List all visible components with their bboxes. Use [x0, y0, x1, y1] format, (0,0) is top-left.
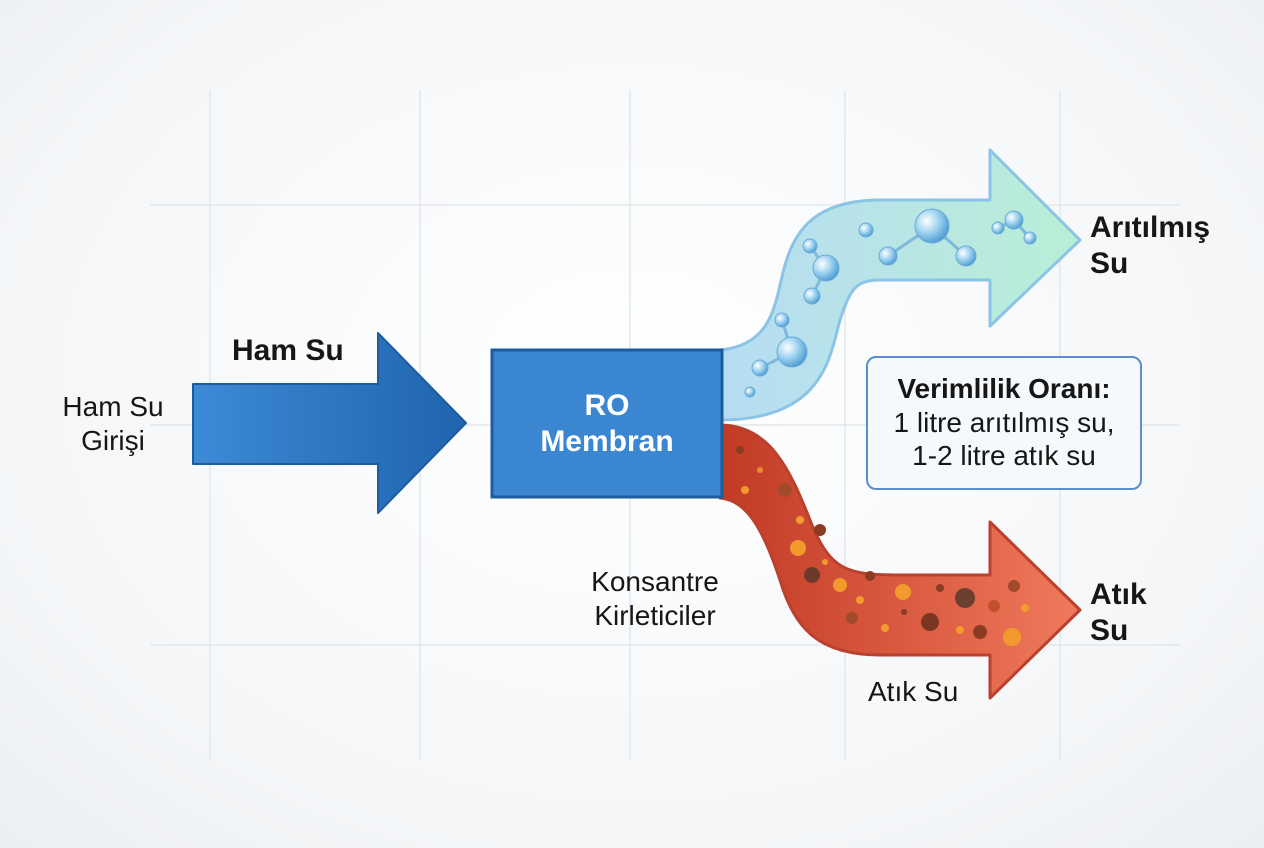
waste-label-line2: Su: [1090, 614, 1129, 647]
waste-water-label: Atık Su: [1090, 577, 1147, 649]
purified-water-label: Arıtılmış Su: [1090, 210, 1210, 282]
membrane-label-line1: RO: [584, 389, 630, 422]
efficiency-title: Verimlilik Oranı:: [897, 373, 1111, 404]
raw-water-arrow-label: Ham Su: [232, 334, 344, 367]
purified-label-line2: Su: [1090, 247, 1129, 280]
concentrate-label: Konsantre Kirleticiler: [560, 565, 750, 632]
waste-water-arrow: [718, 423, 1082, 700]
ro-membrane-block: [490, 348, 724, 499]
waste-label-line1: Atık: [1090, 578, 1147, 611]
efficiency-line1: 1 litre arıtılmış su,: [893, 406, 1115, 438]
inlet-label-line2: Girişi: [81, 424, 145, 456]
concentrate-label-line2: Kirleticiler: [594, 599, 716, 631]
purified-label-line1: Arıtılmış: [1090, 211, 1211, 244]
membrane-label-line2: Membran: [540, 425, 674, 458]
waste-water-small-label: Atık Su: [868, 676, 959, 707]
concentrate-label-line1: Konsantre: [591, 566, 719, 597]
efficiency-ratio-box: Verimlilik Oranı: 1 litre arıtılmış su, …: [866, 356, 1142, 490]
membrane-label: RO Membran: [492, 388, 722, 460]
water-bubbles: [744, 208, 1037, 398]
purified-water-arrow: [718, 148, 1082, 422]
contaminant-particles: [736, 446, 1029, 646]
inlet-label-line1: Ham Su: [62, 391, 164, 422]
raw-water-inlet-label: Ham Su Girişi: [38, 390, 188, 457]
raw-water-arrow: [192, 332, 467, 514]
efficiency-line2: 1-2 litre atık su: [912, 440, 1096, 472]
